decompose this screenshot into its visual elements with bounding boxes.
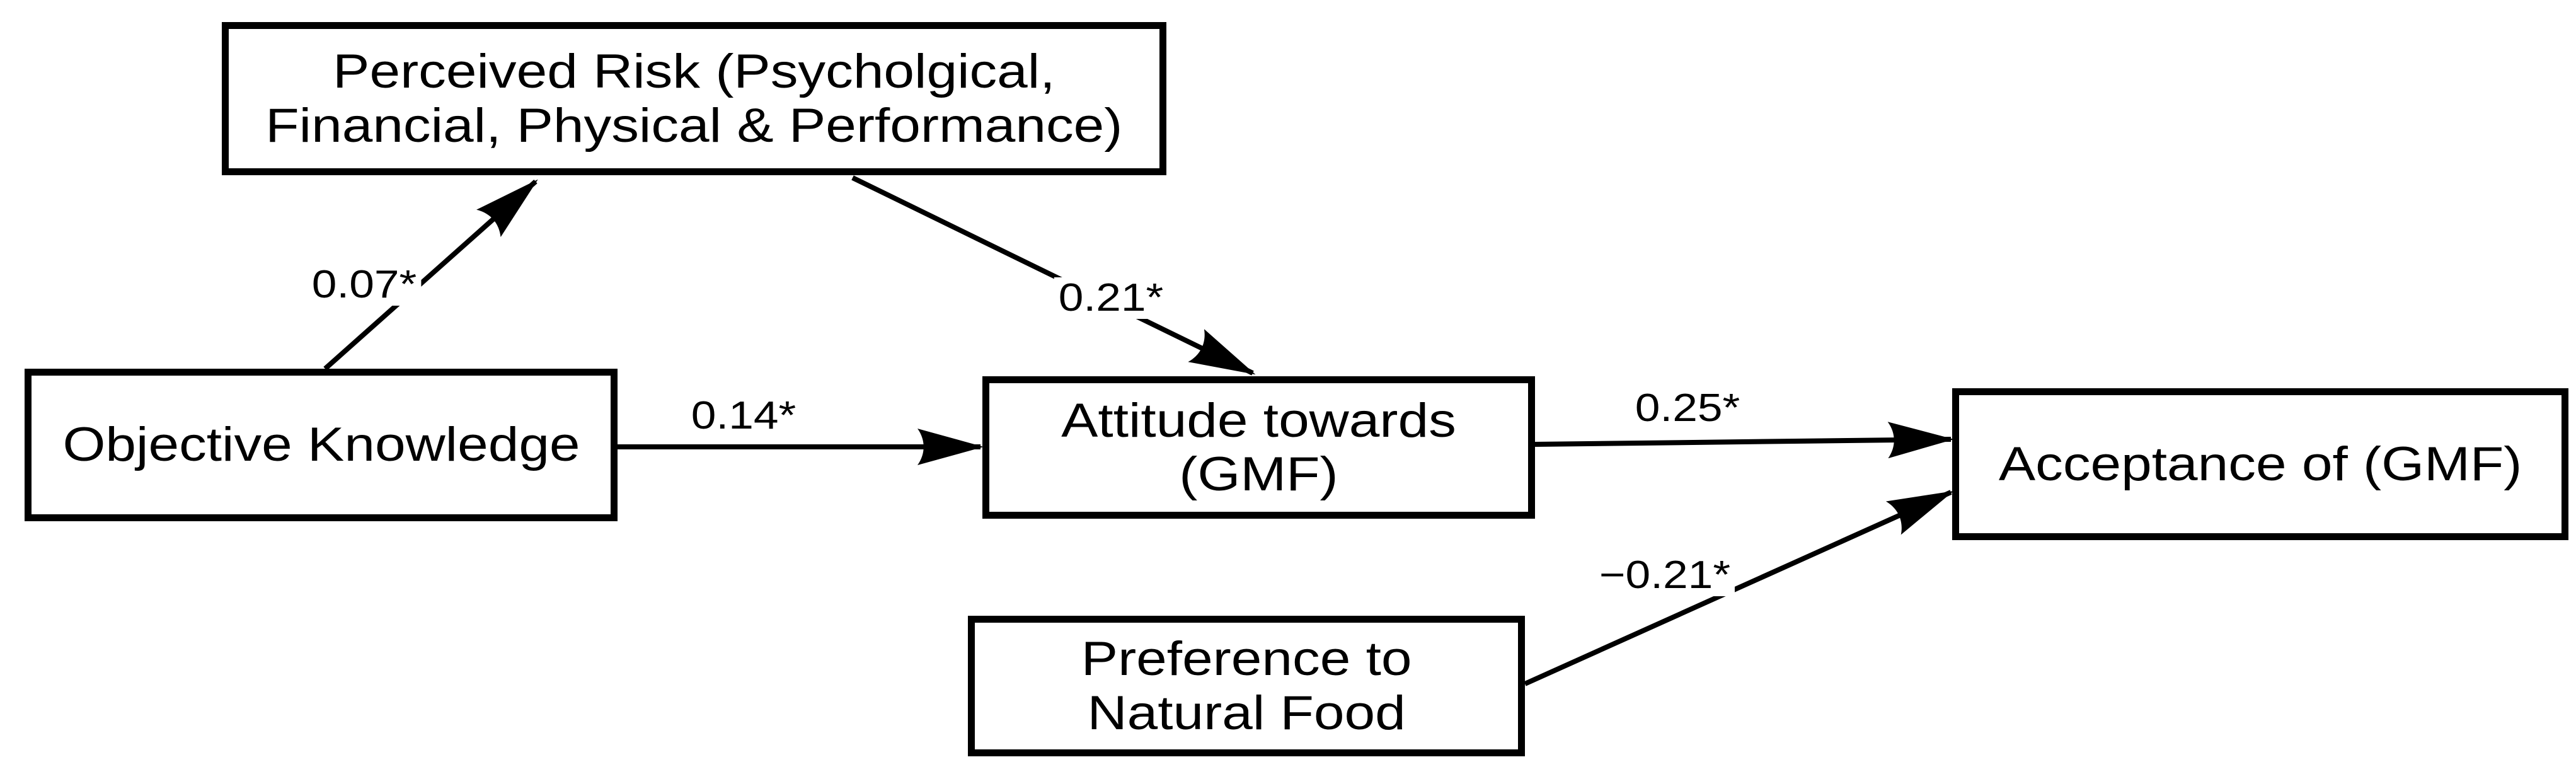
coefficient-preference-to-acceptance: −0.21* <box>1595 555 1735 596</box>
arrow-attitude-gmf-to-acceptance-gmf <box>1534 422 1954 459</box>
coefficient-risk-to-attitude: 0.21* <box>1054 277 1168 319</box>
node-preference-natural-food-label: Preference to Natural Food <box>1081 632 1412 740</box>
coefficient-objective-to-risk: 0.07* <box>307 264 422 306</box>
arrow-objective-knowledge-to-perceived-risk <box>323 179 538 371</box>
node-perceived-risk: Perceived Risk (Psycholgical, Financial,… <box>222 22 1166 175</box>
node-attitude-gmf: Attitude towards (GMF) <box>982 376 1535 519</box>
node-objective-knowledge-label: Objective Knowledge <box>62 418 580 472</box>
node-acceptance-gmf: Acceptance of (GMF) <box>1952 388 2568 540</box>
node-attitude-gmf-label: Attitude towards (GMF) <box>1061 393 1456 501</box>
node-perceived-risk-label: Perceived Risk (Psycholgical, Financial,… <box>265 45 1123 153</box>
arrow-perceived-risk-to-attitude-gmf <box>851 175 1256 376</box>
node-preference-natural-food: Preference to Natural Food <box>968 616 1525 756</box>
node-objective-knowledge: Objective Knowledge <box>25 369 618 521</box>
coefficient-attitude-to-acceptance: 0.25* <box>1630 388 1745 429</box>
arrow-preference-natural-food-to-acceptance-gmf <box>1524 490 1954 686</box>
node-acceptance-gmf-label: Acceptance of (GMF) <box>1998 437 2522 491</box>
coefficient-objective-to-attitude: 0.14* <box>686 395 801 437</box>
